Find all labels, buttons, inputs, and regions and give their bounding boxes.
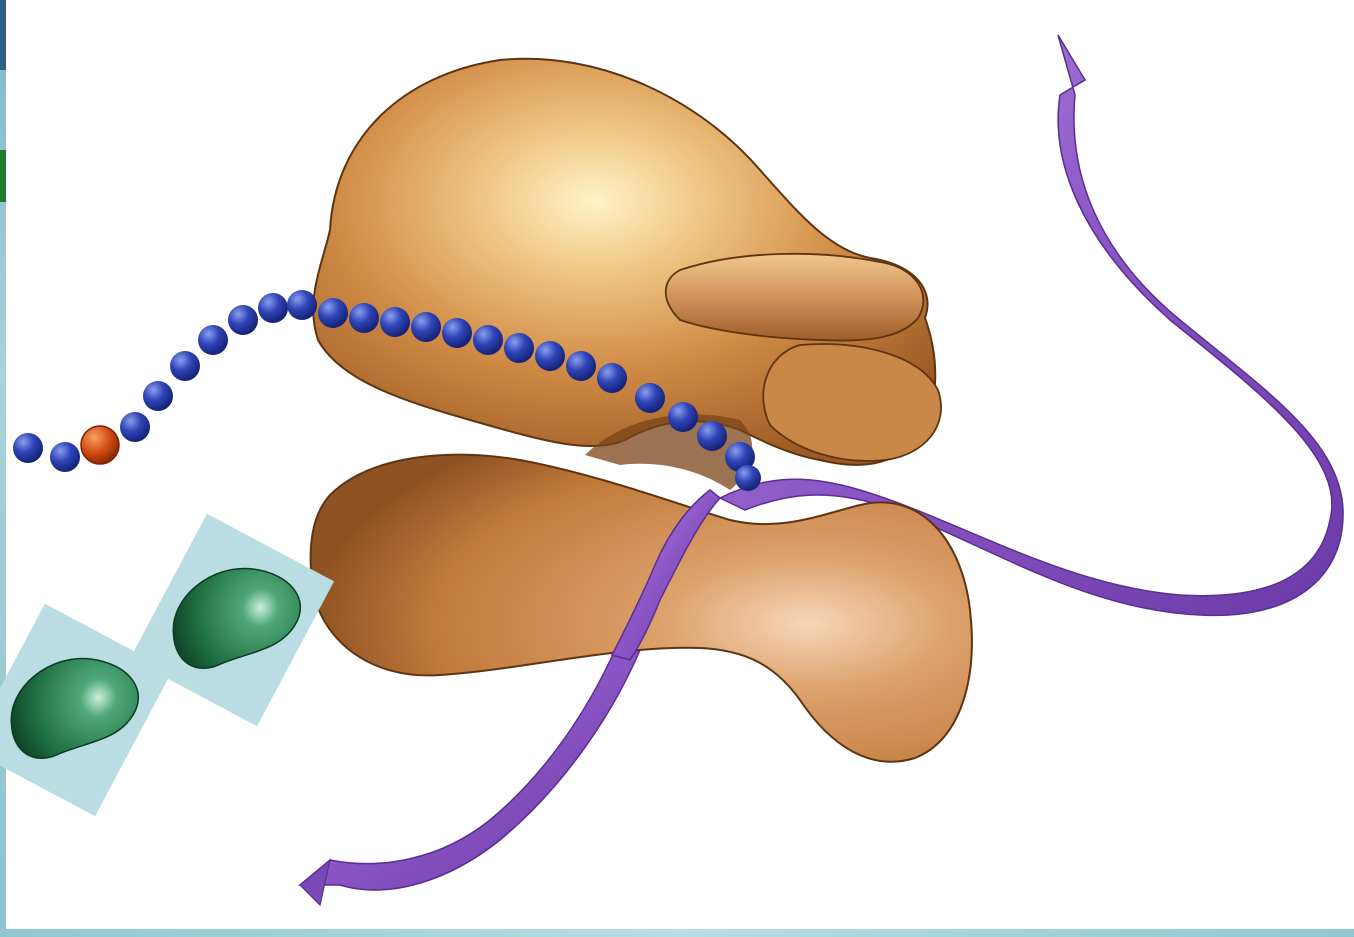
amino-acid — [597, 363, 627, 393]
amino-acid — [380, 307, 410, 337]
large-subunit-arm — [666, 254, 924, 341]
amino-acid — [735, 465, 761, 491]
amino-acid — [668, 402, 698, 432]
amino-acid — [258, 293, 288, 323]
amino-acid — [13, 433, 43, 463]
amino-acid — [697, 421, 727, 451]
amino-acid — [120, 412, 150, 442]
amino-acid — [411, 312, 441, 342]
amino-acid — [442, 318, 472, 348]
amino-acid — [198, 325, 228, 355]
amino-acid — [349, 303, 379, 333]
amino-acid — [318, 298, 348, 328]
amino-acid — [228, 305, 258, 335]
amino-acid — [566, 351, 596, 381]
amino-acid — [50, 442, 80, 472]
amino-acid — [535, 341, 565, 371]
amino-acid — [170, 351, 200, 381]
amino-acid — [504, 333, 534, 363]
amino-acid — [473, 325, 503, 355]
frame-bottom-edge — [0, 929, 1354, 937]
amino-acid — [635, 383, 665, 413]
amino-acid — [287, 290, 317, 320]
first-amino-acid — [81, 426, 119, 464]
amino-acid — [143, 381, 173, 411]
